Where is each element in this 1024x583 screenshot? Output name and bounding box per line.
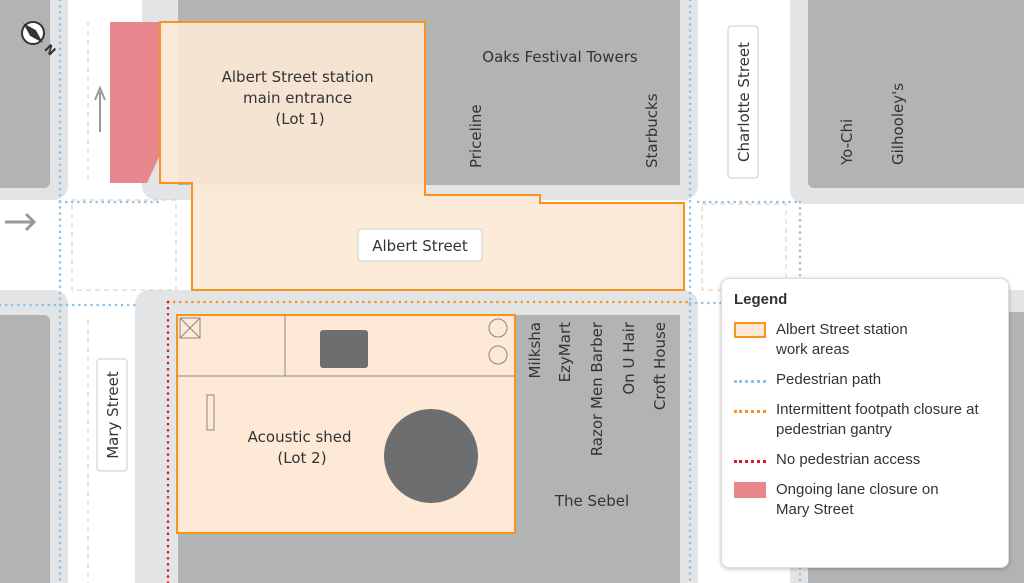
direction-arrow-icon xyxy=(94,85,106,132)
street-label-mary: Mary Street xyxy=(96,358,128,472)
block xyxy=(808,0,1024,188)
legend-item-footpath-closure: Intermittent footpath closure at pedestr… xyxy=(734,400,996,440)
block xyxy=(0,315,50,583)
street-label-charlotte: Charlotte Street xyxy=(727,25,759,179)
red-dots-icon xyxy=(734,460,766,463)
building-the-sebel: The Sebel xyxy=(554,492,629,510)
lane-closure-swatch-icon xyxy=(734,482,766,498)
legend: Legend Albert Street station work areas … xyxy=(721,278,1009,568)
shed-details xyxy=(177,315,515,431)
lane-closure xyxy=(110,22,160,183)
turn-arrow-icon xyxy=(5,212,37,232)
shop-label: Gilhooley's xyxy=(889,83,907,165)
legend-title: Legend xyxy=(734,291,788,308)
legend-item-no-access: No pedestrian access xyxy=(734,450,996,470)
orange-dots-icon xyxy=(734,410,766,413)
legend-item-pedestrian-path: Pedestrian path xyxy=(734,370,996,390)
svg-text:Charlotte Street: Charlotte Street xyxy=(735,42,753,162)
lot-2-label: Acoustic shed (Lot 2) xyxy=(248,428,357,467)
shop-label: Milksha xyxy=(526,322,544,378)
building-oaks-festival-towers: Oaks Festival Towers xyxy=(482,48,638,66)
street-label-albert: Albert Street xyxy=(357,228,483,262)
work-area-swatch-icon xyxy=(734,322,766,338)
shop-label: EzyMart xyxy=(556,322,574,383)
shop-label: Starbucks xyxy=(643,93,661,168)
shop-label: Razor Men Barber xyxy=(588,321,606,456)
shop-label: On U Hair xyxy=(620,321,638,394)
legend-item-work-areas: Albert Street station work areas xyxy=(734,320,996,360)
legend-item-lane-closure: Ongoing lane closure on Mary Street xyxy=(734,480,996,520)
equipment xyxy=(320,330,368,368)
shop-label: Croft House xyxy=(651,322,669,410)
lot-1-label: Albert Street station main entrance (Lot… xyxy=(222,68,379,128)
tank xyxy=(384,409,478,503)
shop-label: Priceline xyxy=(467,104,485,168)
blue-dots-icon xyxy=(734,380,766,383)
svg-text:Albert Street: Albert Street xyxy=(372,237,468,255)
shop-label: Yo-Chi xyxy=(838,119,856,166)
svg-text:Mary Street: Mary Street xyxy=(104,371,122,459)
block xyxy=(0,0,50,188)
work-area-lot-1 xyxy=(159,21,685,291)
